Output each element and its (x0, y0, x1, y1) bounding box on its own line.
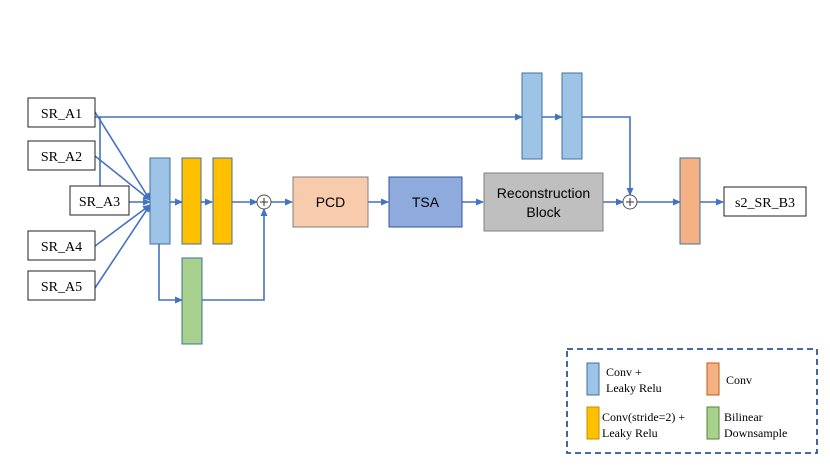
input-sr-a5: SR_A5 (27, 270, 96, 301)
pcd-block: PCD (292, 176, 369, 228)
arrow-sr-a5-to-conv (94, 204, 151, 289)
sum-node-1 (256, 194, 272, 210)
reconstruction-label-line1: Reconstruction (497, 185, 590, 201)
output-label: s2_SR_B3 (735, 196, 795, 211)
pcd-label: PCD (316, 194, 346, 210)
input-sr-a4: SR_A4 (27, 230, 96, 261)
reconstruction-label-line2: Block (526, 204, 561, 220)
connections (94, 111, 724, 304)
legend-label-conv-leaky-line2: Leaky Relu (606, 381, 662, 395)
arrow-sr-a2-to-conv (94, 155, 151, 201)
arrow-sr-a4-to-conv (94, 204, 151, 247)
legend-swatch-bilinear (706, 406, 720, 440)
layer-blocks (149, 72, 701, 345)
output-box: s2_SR_B3 (723, 186, 807, 217)
reconstruction-block: Reconstruction Block (483, 172, 604, 232)
input-sr-a3: SR_A3 (69, 185, 130, 216)
tsa-label: TSA (412, 194, 440, 210)
input-sr-a5-label: SR_A5 (41, 280, 82, 295)
legend-label-bilinear-line2: Downsample (724, 426, 787, 440)
legend-swatch-conv-stride (586, 406, 600, 440)
conv-block (679, 157, 701, 245)
input-sr-a1-label: SR_A1 (41, 107, 82, 122)
input-sr-a3-label: SR_A3 (79, 195, 120, 210)
legend-swatch-conv-leaky (586, 362, 600, 396)
input-sr-a2-label: SR_A2 (41, 150, 82, 165)
legend-frame (566, 348, 818, 454)
conv-leaky-relu-block-3 (561, 72, 583, 160)
legend-swatch-conv (706, 362, 720, 396)
legend-label-conv-stride-line2: Leaky Relu (602, 426, 658, 440)
input-sr-a1: SR_A1 (27, 97, 96, 128)
conv-leaky-relu-block-2 (521, 72, 543, 160)
sum-node-2 (622, 194, 638, 210)
conv-stride2-block-2 (212, 157, 233, 245)
legend-label-conv-leaky-line1: Conv + (606, 365, 642, 379)
arrow-sr-a1-to-conv (94, 111, 151, 201)
arrow-bilinear-to-sum1 (202, 208, 268, 301)
arrow-top-to-sum2 (582, 116, 634, 196)
legend-label-bilinear-line1: Bilinear (724, 410, 763, 424)
legend-label-conv-stride-line1: Conv(stride=2) + (602, 410, 685, 424)
bilinear-downsample-block (181, 257, 203, 345)
sum-nodes (256, 194, 638, 210)
legend: Conv + Leaky Relu Conv Conv(stride=2) + … (566, 348, 818, 454)
legend-label-conv: Conv (726, 373, 752, 387)
conv-leaky-relu-block-1 (149, 157, 171, 245)
conv-stride2-block-1 (181, 157, 202, 245)
input-sr-a4-label: SR_A4 (41, 240, 82, 255)
input-boxes: SR_A1 SR_A2 SR_A3 SR_A4 SR_A5 (27, 97, 130, 301)
tsa-block: TSA (388, 176, 463, 228)
arrow-conv-to-bilinear (158, 244, 183, 304)
input-sr-a2: SR_A2 (27, 140, 96, 171)
